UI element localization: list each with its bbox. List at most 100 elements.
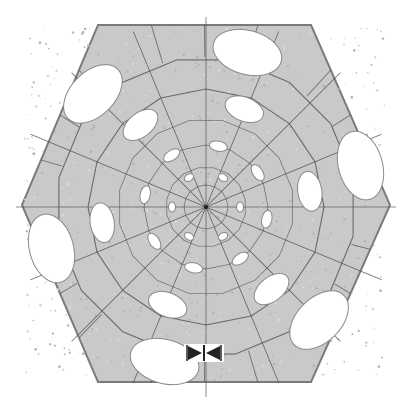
texture-dot (182, 160, 184, 162)
texture-dot (332, 116, 333, 117)
texture-dot (152, 211, 154, 213)
texture-dot (197, 173, 198, 174)
texture-dot (314, 156, 315, 157)
texture-dot (263, 84, 265, 86)
texture-dot (306, 117, 307, 118)
texture-dot (91, 304, 92, 305)
texture-dot (200, 248, 201, 249)
texture-dot (298, 129, 299, 130)
texture-dot (175, 31, 177, 33)
texture-dot (193, 182, 195, 184)
texture-dot (48, 48, 50, 50)
texture-dot (210, 305, 212, 307)
texture-dot (365, 342, 367, 344)
texture-dot (264, 28, 266, 30)
texture-dot (200, 171, 202, 173)
texture-dot (50, 84, 51, 85)
texture-dot (34, 348, 37, 351)
texture-dot (313, 233, 316, 236)
texture-dot (215, 121, 217, 123)
texture-dot (208, 132, 210, 134)
texture-dot (79, 39, 81, 41)
texture-dot (214, 176, 215, 177)
texture-dot (309, 32, 311, 34)
texture-dot (130, 310, 132, 312)
texture-dot (247, 78, 248, 79)
double-triangle-icon (184, 344, 224, 362)
texture-dot (86, 280, 87, 281)
texture-dot (182, 322, 184, 324)
texture-dot (319, 167, 321, 169)
texture-dot (268, 274, 269, 275)
texture-dot (52, 66, 53, 67)
texture-dot (90, 259, 91, 260)
texture-dot (120, 364, 121, 365)
texture-dot (312, 219, 315, 222)
texture-dot (33, 148, 35, 150)
texture-dot (88, 169, 91, 172)
texture-dot (164, 115, 166, 117)
texture-dot (217, 125, 219, 127)
texture-dot (323, 90, 325, 92)
texture-dot (297, 282, 299, 284)
texture-dot (373, 244, 375, 246)
texture-dot (358, 330, 360, 332)
texture-dot (257, 247, 260, 250)
texture-dot (45, 282, 46, 283)
texture-dot (309, 45, 311, 47)
texture-dot (249, 288, 252, 291)
texture-dot (140, 307, 142, 309)
texture-dot (39, 304, 42, 307)
texture-dot (72, 31, 74, 33)
texture-dot (266, 83, 268, 85)
texture-dot (296, 148, 298, 150)
texture-dot (202, 230, 205, 233)
texture-dot (344, 191, 346, 193)
texture-dot (31, 94, 33, 96)
texture-dot (199, 118, 201, 120)
texture-dot (26, 330, 29, 333)
texture-dot (87, 44, 90, 47)
texture-dot (219, 69, 221, 71)
texture-dot (252, 136, 255, 139)
texture-dot (202, 46, 204, 48)
texture-dot (88, 333, 90, 335)
texture-dot (73, 182, 74, 183)
texture-dot (346, 228, 347, 229)
texture-dot (373, 342, 374, 343)
texture-dot (201, 225, 202, 226)
texture-dot (339, 197, 341, 199)
texture-dot (304, 215, 305, 216)
texture-dot (117, 57, 119, 59)
texture-dot (261, 335, 262, 336)
texture-dot (370, 242, 372, 244)
texture-dot (129, 51, 130, 52)
texture-dot (342, 73, 343, 74)
texture-dot (168, 127, 169, 128)
texture-dot (145, 78, 146, 79)
texture-dot (240, 358, 241, 359)
texture-dot (384, 105, 386, 107)
texture-dot (78, 352, 79, 353)
texture-dot (85, 41, 86, 42)
texture-dot (314, 277, 316, 279)
texture-dot (119, 358, 120, 359)
texture-dot (261, 81, 263, 83)
texture-dot (348, 207, 350, 209)
texture-dot (24, 199, 26, 201)
texture-dot (238, 164, 241, 167)
texture-dot (371, 308, 374, 311)
texture-dot (381, 356, 383, 358)
texture-dot (315, 287, 318, 290)
texture-dot (207, 303, 208, 304)
texture-dot (271, 160, 272, 161)
texture-dot (113, 211, 115, 213)
texture-dot (92, 134, 93, 135)
texture-dot (299, 229, 300, 230)
texture-dot (164, 234, 165, 235)
texture-dot (317, 243, 319, 245)
texture-dot (186, 331, 188, 333)
texture-dot (356, 72, 358, 74)
texture-dot (106, 360, 108, 362)
texture-dot (275, 102, 276, 103)
